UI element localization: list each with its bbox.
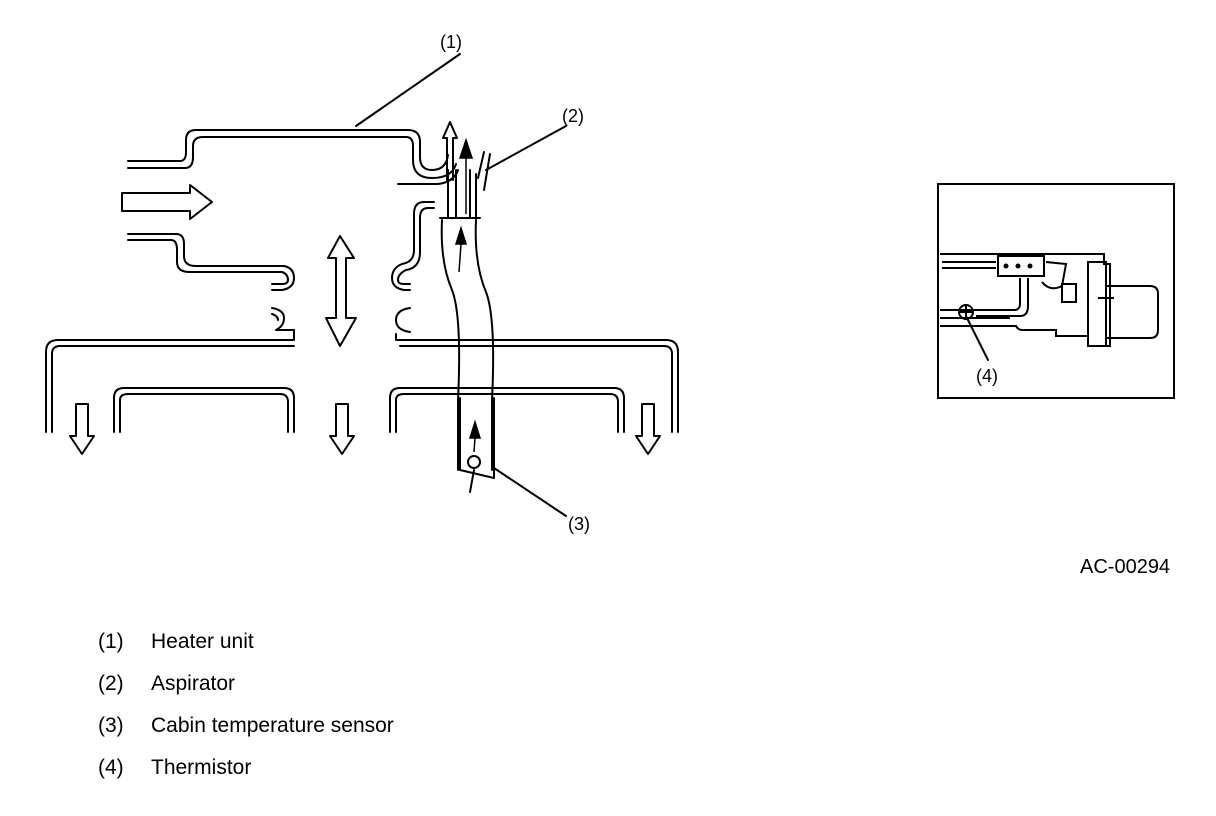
- aspirator-pipe: [439, 151, 495, 471]
- outlet-arrow-right: [635, 403, 661, 455]
- legend-label: Cabin temperature sensor: [151, 714, 394, 737]
- pipe-flow-arrow-low: [468, 419, 482, 439]
- leader-line-3: [493, 467, 567, 517]
- legend-label: Thermistor: [151, 756, 252, 779]
- inlet-arrow: [121, 184, 213, 220]
- leader-line-1: [355, 53, 461, 127]
- callout-4: (4): [976, 366, 998, 386]
- legend-number: (3): [98, 714, 124, 737]
- outlet-arrow-left: [69, 403, 95, 455]
- aspirator-out-arrow: [442, 121, 458, 181]
- legend-label: Aspirator: [151, 672, 236, 695]
- cabin-temp-sensor: [459, 397, 495, 493]
- legend-item: (4) Thermistor: [98, 756, 394, 798]
- leader-line-2: [485, 125, 567, 171]
- legend-label: Heater unit: [151, 630, 254, 653]
- callout-2: (2): [562, 106, 584, 126]
- outlet-arrow-center: [329, 403, 355, 455]
- lower-plenum: [45, 329, 679, 433]
- callout-3: (3): [568, 514, 590, 534]
- figure-code: AC-00294: [1080, 556, 1171, 578]
- pipe-flow-arrow-mid: [454, 225, 468, 245]
- legend-item: (3) Cabin temperature sensor: [98, 714, 394, 756]
- callout-1: (1): [440, 32, 462, 52]
- heater-airflow-diagram: (1) (2) (3) (4): [45, 32, 1175, 534]
- legend-number: (2): [98, 672, 124, 695]
- legend-number: (4): [98, 756, 124, 779]
- thermistor-inset: [937, 183, 1175, 399]
- pipe-flow-arrow-top: [458, 137, 474, 159]
- legend-item: (2) Aspirator: [98, 672, 394, 714]
- legend: (1) Heater unit (2) Aspirator (3) Cabin …: [98, 630, 394, 798]
- legend-item: (1) Heater unit: [98, 630, 394, 672]
- leader-line-4: [965, 315, 989, 361]
- updown-arrow: [325, 235, 357, 347]
- heater-unit-duct: [127, 129, 459, 333]
- legend-number: (1): [98, 630, 124, 653]
